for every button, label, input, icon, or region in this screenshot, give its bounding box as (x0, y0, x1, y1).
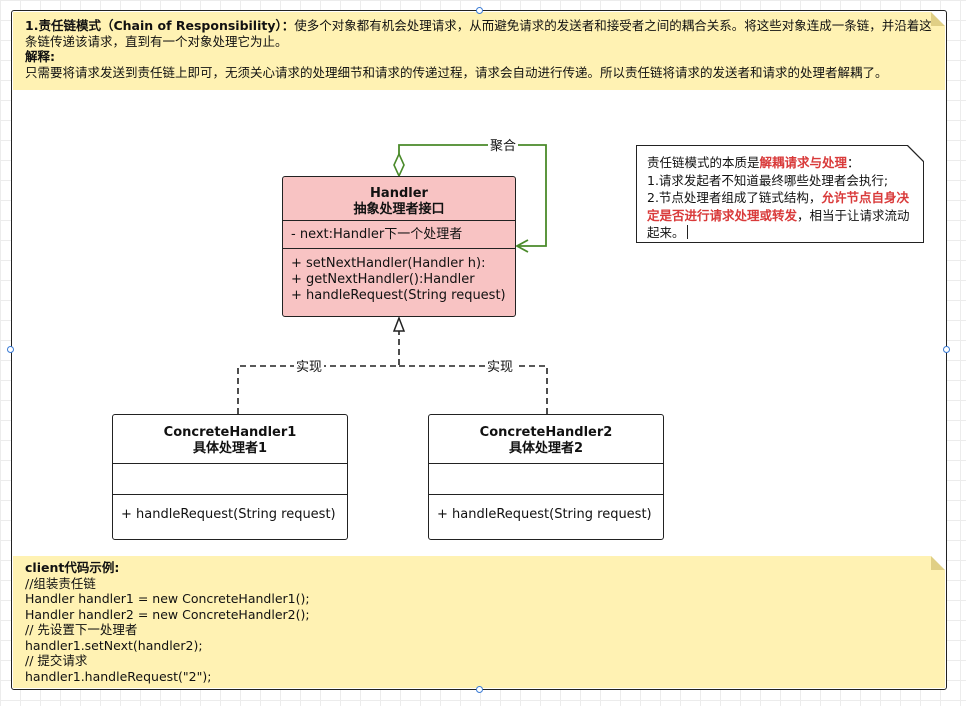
essence-prefix: 责任链模式的本质是 (647, 155, 760, 170)
realization-edge-right (399, 365, 548, 414)
handler-method: + getNextHandler():Handler (291, 272, 475, 287)
concrete-handler2-header: ConcreteHandler2 具体处理者2 (429, 415, 663, 463)
concrete-handler1-attributes (113, 463, 347, 494)
resize-handle-bottom[interactable] (476, 686, 483, 693)
realize-label-left: 实现 (294, 360, 325, 375)
essence-note[interactable]: 责任链模式的本质是解耦请求与处理： 1.请求发起者不知道最终哪些处理者会执行; … (636, 145, 924, 243)
note-fold-corner (931, 556, 945, 570)
pattern-title: 1.责任链模式 (25, 18, 101, 33)
note-fold-corner (931, 12, 945, 26)
pattern-definition: 使多个对象都有机会处理请求，从而避免请求的发送者和接受者之间的耦合关系。将这些对… (25, 18, 932, 49)
code-line: Handler handler2 = new ConcreteHandler2(… (25, 606, 310, 622)
resize-handle-left[interactable] (7, 346, 14, 353)
concrete-handler2-class[interactable]: ConcreteHandler2 具体处理者2 + handleRequest(… (428, 414, 664, 540)
handler-method: + handleRequest(String request) (291, 288, 506, 303)
concrete-handler1-name: ConcreteHandler1 (163, 425, 297, 440)
handler-method: + setNextHandler(Handler h): (291, 256, 486, 271)
definition-paragraph: 1.责任链模式（Chain of Responsibility）：使多个对象都有… (25, 18, 933, 49)
description-note[interactable]: 1.责任链模式（Chain of Responsibility）：使多个对象都有… (13, 12, 945, 90)
code-line: handler1.setNext(handler2); (25, 637, 203, 653)
concrete-handler2-name: ConcreteHandler2 (479, 425, 613, 440)
realization-edge-left (237, 330, 400, 414)
concrete-handler2-methods: + handleRequest(String request) (429, 494, 663, 523)
realize-label-right: 实现 (485, 360, 516, 375)
concrete-handler1-subtitle: 具体处理者1 (192, 441, 268, 456)
handler-class[interactable]: Handler 抽象处理者接口 - next:Handler下一个处理者 + s… (282, 176, 516, 317)
essence-line-2: 1.请求发起者不知道最终哪些处理者会执行; (647, 172, 889, 188)
handler-class-header: Handler 抽象处理者接口 (283, 177, 515, 220)
client-code-note[interactable]: client代码示例: //组装责任链 Handler handler1 = n… (13, 556, 945, 688)
aggregation-diamond (393, 152, 405, 178)
concrete-handler2-subtitle: 具体处理者2 (508, 441, 584, 456)
concrete-handler2-method: + handleRequest(String request) (437, 507, 652, 522)
explain-text: 只需要将请求发送到责任链上即可，无须关心请求的处理细节和请求的传递过程，请求会自… (25, 64, 888, 80)
realization-arrowhead (392, 315, 406, 332)
handler-attribute: - next:Handler下一个处理者 (291, 227, 463, 242)
essence-point2-suffix: ，相当于让请求流动起来。 (647, 207, 910, 241)
essence-highlight: 解耦请求与处理 (759, 155, 848, 170)
code-line: // 先设置下一处理者 (25, 622, 138, 637)
handler-class-subtitle: 抽象处理者接口 (353, 202, 445, 217)
concrete-handler1-method: + handleRequest(String request) (121, 507, 336, 522)
code-line: handler1.handleRequest("2"); (25, 668, 212, 684)
concrete-handler2-attributes (429, 463, 663, 494)
text-cursor (686, 225, 688, 239)
essence-suffix: ： (847, 155, 860, 170)
pattern-title-en: （Chain of Responsibility）： (100, 18, 295, 33)
aggregation-arrowhead (515, 239, 529, 253)
concrete-handler1-class[interactable]: ConcreteHandler1 具体处理者1 + handleRequest(… (112, 414, 348, 540)
handler-class-name: Handler (370, 186, 428, 201)
essence-point2-highlight: 允许节点自身决定是否进行请求处理或转发 (647, 190, 909, 223)
code-line: Handler handler1 = new ConcreteHandler1(… (25, 591, 310, 606)
resize-handle-right[interactable] (943, 346, 950, 353)
client-code-title: client代码示例: (25, 560, 120, 575)
code-line: //组装责任链 (25, 575, 96, 591)
resize-handle-top[interactable] (476, 7, 483, 14)
essence-line-3: 2.节点处理者组成了链式结构，允许节点自身决定是否进行请求处理或转发，相当于让请… (647, 189, 913, 242)
handler-attributes: - next:Handler下一个处理者 (283, 220, 515, 248)
essence-line-1: 责任链模式的本质是解耦请求与处理： (647, 154, 913, 172)
essence-note-fold-line (907, 145, 924, 162)
code-line: // 提交请求 (25, 653, 88, 668)
handler-methods: + setNextHandler(Handler h): + getNextHa… (283, 248, 515, 304)
explain-label: 解释: (25, 49, 55, 64)
aggregation-label: 聚合 (488, 139, 519, 154)
concrete-handler1-header: ConcreteHandler1 具体处理者1 (113, 415, 347, 463)
concrete-handler1-methods: + handleRequest(String request) (113, 494, 347, 523)
essence-point2-prefix: 2.节点处理者组成了链式结构， (647, 190, 822, 205)
